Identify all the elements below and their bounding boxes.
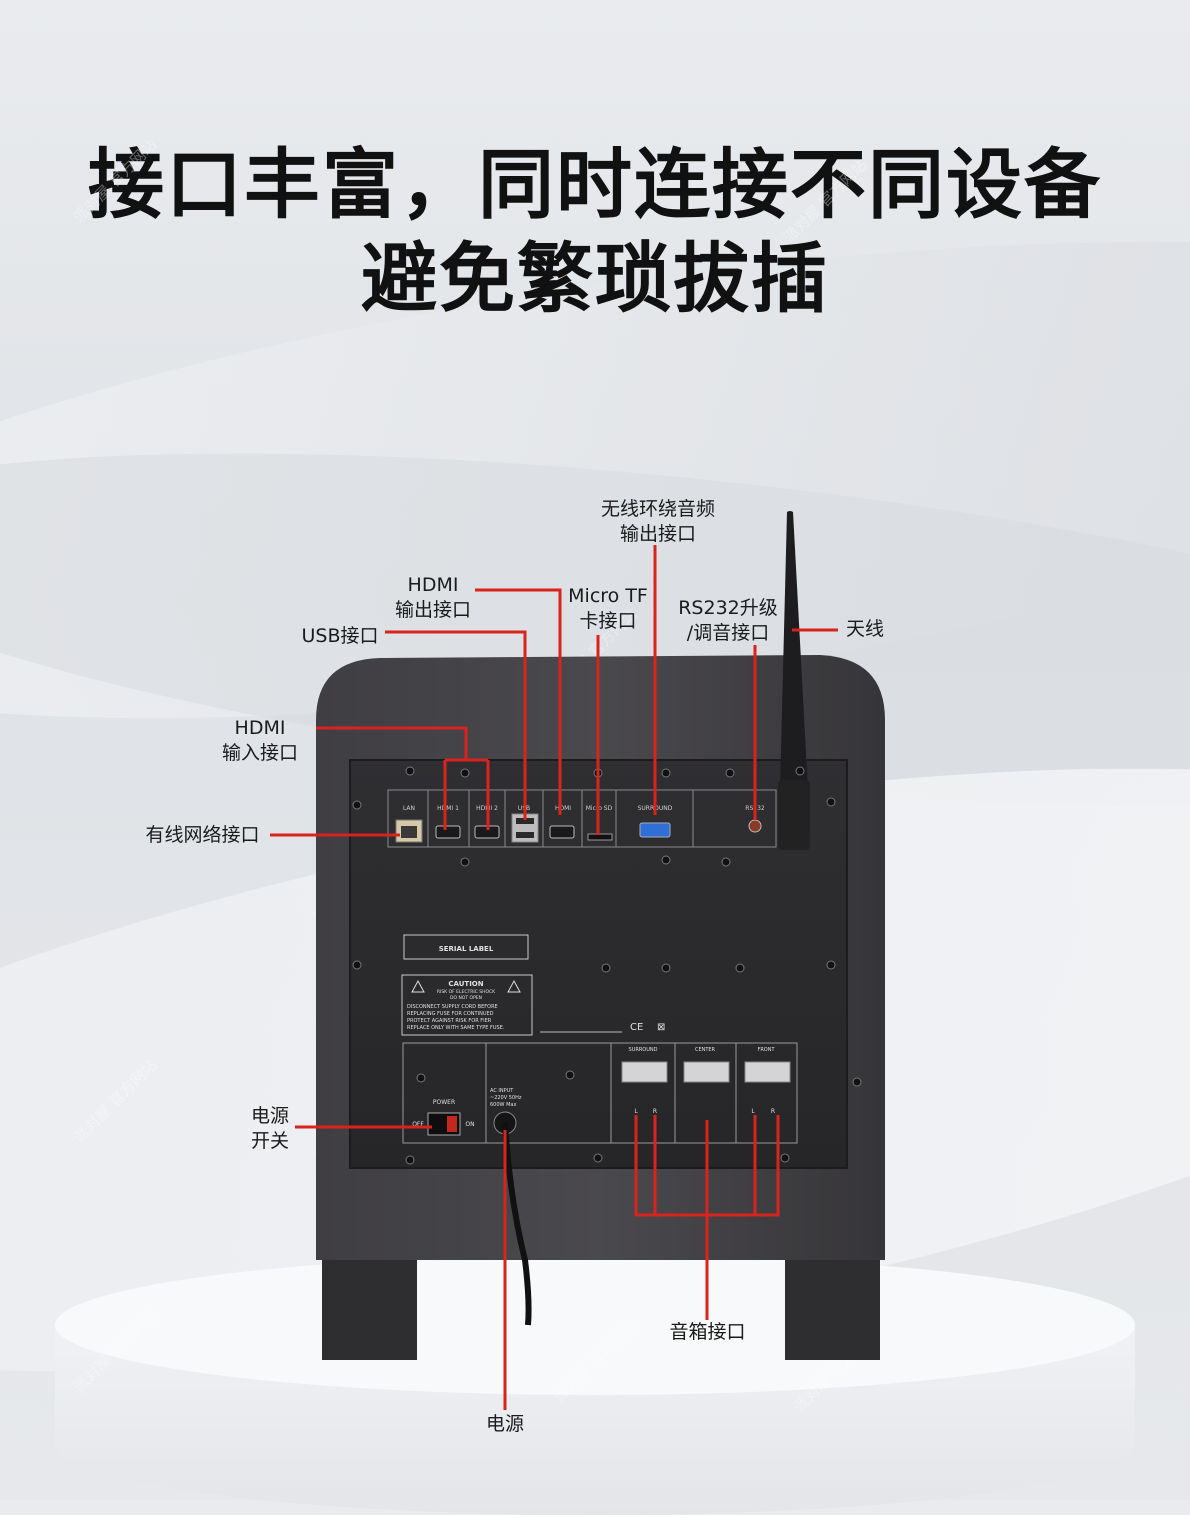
speaker-terminal-surround: [621, 1061, 668, 1083]
speaker-section: [610, 1042, 798, 1144]
caution-box: [401, 974, 533, 1036]
caution-text: PROTECT AGAINST RISK FOR FIER: [407, 1018, 492, 1024]
lr-label: L: [634, 1108, 638, 1115]
caution-text: REPLACING FUSE FOR CONTINUED: [407, 1011, 494, 1017]
speaker-group-label: SURROUND: [629, 1047, 658, 1053]
callout-power: 电源: [485, 1413, 524, 1435]
ac-input-text: 600W Max: [490, 1102, 516, 1108]
serial-label: SERIAL LABEL: [439, 945, 494, 953]
power-label: POWER: [433, 1099, 455, 1106]
on-label: ON: [465, 1121, 474, 1128]
warning-triangle-icon: [507, 979, 521, 993]
headline-line-1: 接口丰富，同时连接不同设备: [88, 140, 1102, 229]
caution-text: DISCONNECT SUPPLY CORD BEFORE: [407, 1004, 498, 1010]
ce-mark: CE: [630, 1022, 643, 1033]
port-label: HDMI: [555, 805, 571, 812]
lr-label: L: [751, 1108, 755, 1115]
headline-line-2: 避免繁琐拔插: [361, 234, 829, 323]
speaker-terminal-center: [683, 1061, 730, 1083]
callout-usb: USB接口: [301, 625, 379, 647]
serial-label-box: [403, 934, 529, 960]
caution-title: CAUTION: [448, 980, 483, 988]
callout-micro-tf: Micro TF 卡接口: [568, 585, 648, 632]
callout-rs232: RS232升级 /调音接口: [678, 597, 778, 644]
hdmi-out-port: [549, 825, 575, 839]
lr-label: R: [771, 1108, 775, 1115]
micro-tf-port: [587, 833, 613, 841]
callout-antenna: 天线: [845, 618, 884, 640]
panel-screws: [352, 766, 862, 1165]
callout-speaker-terminals: 音箱接口: [669, 1321, 746, 1343]
caution-text: REPLACE ONLY WITH SAME TYPE FUSE.: [407, 1025, 505, 1031]
callout-hdmi-out: HDMI 输出接口: [394, 574, 471, 621]
foot-right: [785, 1255, 880, 1360]
speaker-terminal-front: [744, 1061, 791, 1083]
callout-lines: [270, 545, 838, 1410]
port-label: LAN: [403, 805, 415, 812]
speaker-group-label: FRONT: [757, 1047, 775, 1053]
caution-subtitle: DO NOT OPEN: [450, 995, 482, 1001]
caution-subtitle: RISK OF ELECTRIC SHOCK: [437, 989, 496, 995]
weee-icon: ⊠: [657, 1022, 665, 1033]
foot-left: [322, 1255, 417, 1360]
rs232-port: [748, 819, 762, 833]
surround-usb-port: [639, 822, 671, 838]
speaker-group-label: CENTER: [695, 1047, 716, 1053]
callout-power-switch: 电源 开关: [250, 1105, 289, 1152]
off-label: OFF: [412, 1121, 424, 1128]
lr-label: R: [653, 1108, 657, 1115]
podium-top: [55, 1255, 1135, 1395]
callout-lan: 有线网络接口: [145, 824, 260, 846]
ac-input-text: AC INPUT: [490, 1088, 514, 1094]
power-cord: [502, 1122, 532, 1326]
hdmi-in-1-port: [435, 825, 461, 839]
warning-triangle-icon: [411, 979, 425, 993]
antenna: [780, 511, 808, 848]
callout-wireless-surround: 无线环绕音频 输出接口: [600, 498, 715, 545]
ac-input-text: ~220V 50Hz: [490, 1095, 522, 1101]
callout-hdmi-in: HDMI 输入接口: [221, 717, 298, 764]
port-label: HDMI 1: [437, 805, 459, 812]
